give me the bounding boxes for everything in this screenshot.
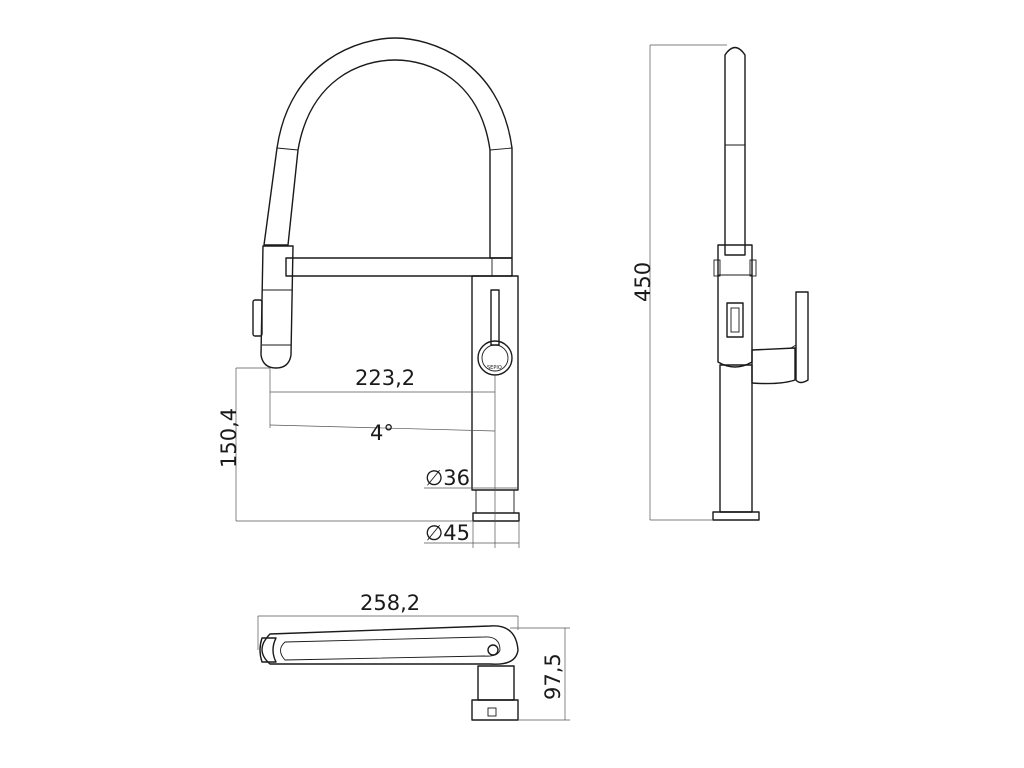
outlet-height-label: 150,4 bbox=[217, 408, 241, 468]
side-view bbox=[712, 46, 809, 521]
side-spout bbox=[724, 46, 746, 256]
top-base bbox=[471, 699, 519, 721]
front-lever-handle bbox=[490, 289, 500, 346]
front-spout-arch bbox=[263, 37, 513, 259]
front-base-plate bbox=[472, 512, 520, 522]
side-body-column bbox=[719, 364, 753, 513]
side-handle-housing bbox=[751, 347, 796, 385]
side-lever bbox=[795, 291, 809, 384]
logo-text: SEPIO bbox=[487, 365, 502, 371]
side-dimensions: 450 bbox=[631, 44, 727, 521]
front-body-column bbox=[471, 275, 519, 491]
top-length-label: 258,2 bbox=[360, 591, 420, 615]
front-dimensions: 223,2 4° 150,4 ∅36 ∅45 bbox=[217, 366, 520, 548]
side-base-plate bbox=[712, 511, 760, 521]
total-height-label: 450 bbox=[631, 262, 655, 302]
top-pivot bbox=[487, 644, 499, 656]
body-diameter-label: ∅36 bbox=[425, 466, 470, 490]
spout-angle-label: 4° bbox=[370, 421, 394, 445]
side-spray-button bbox=[726, 302, 744, 338]
top-depth-label: 97,5 bbox=[541, 653, 565, 700]
front-spray-button bbox=[252, 299, 263, 337]
base-diameter-label: ∅45 bbox=[425, 521, 470, 545]
top-dimensions: 258,2 97,5 bbox=[257, 591, 570, 721]
top-view bbox=[259, 625, 519, 721]
spout-reach-label: 223,2 bbox=[355, 366, 415, 390]
front-spray-head bbox=[260, 245, 294, 369]
top-spout-bar bbox=[261, 625, 519, 665]
top-body bbox=[477, 665, 515, 701]
side-spray-head bbox=[717, 244, 753, 368]
front-view: SEPIO bbox=[252, 37, 520, 522]
front-support-bar bbox=[285, 257, 513, 277]
top-spray-head bbox=[259, 637, 277, 663]
